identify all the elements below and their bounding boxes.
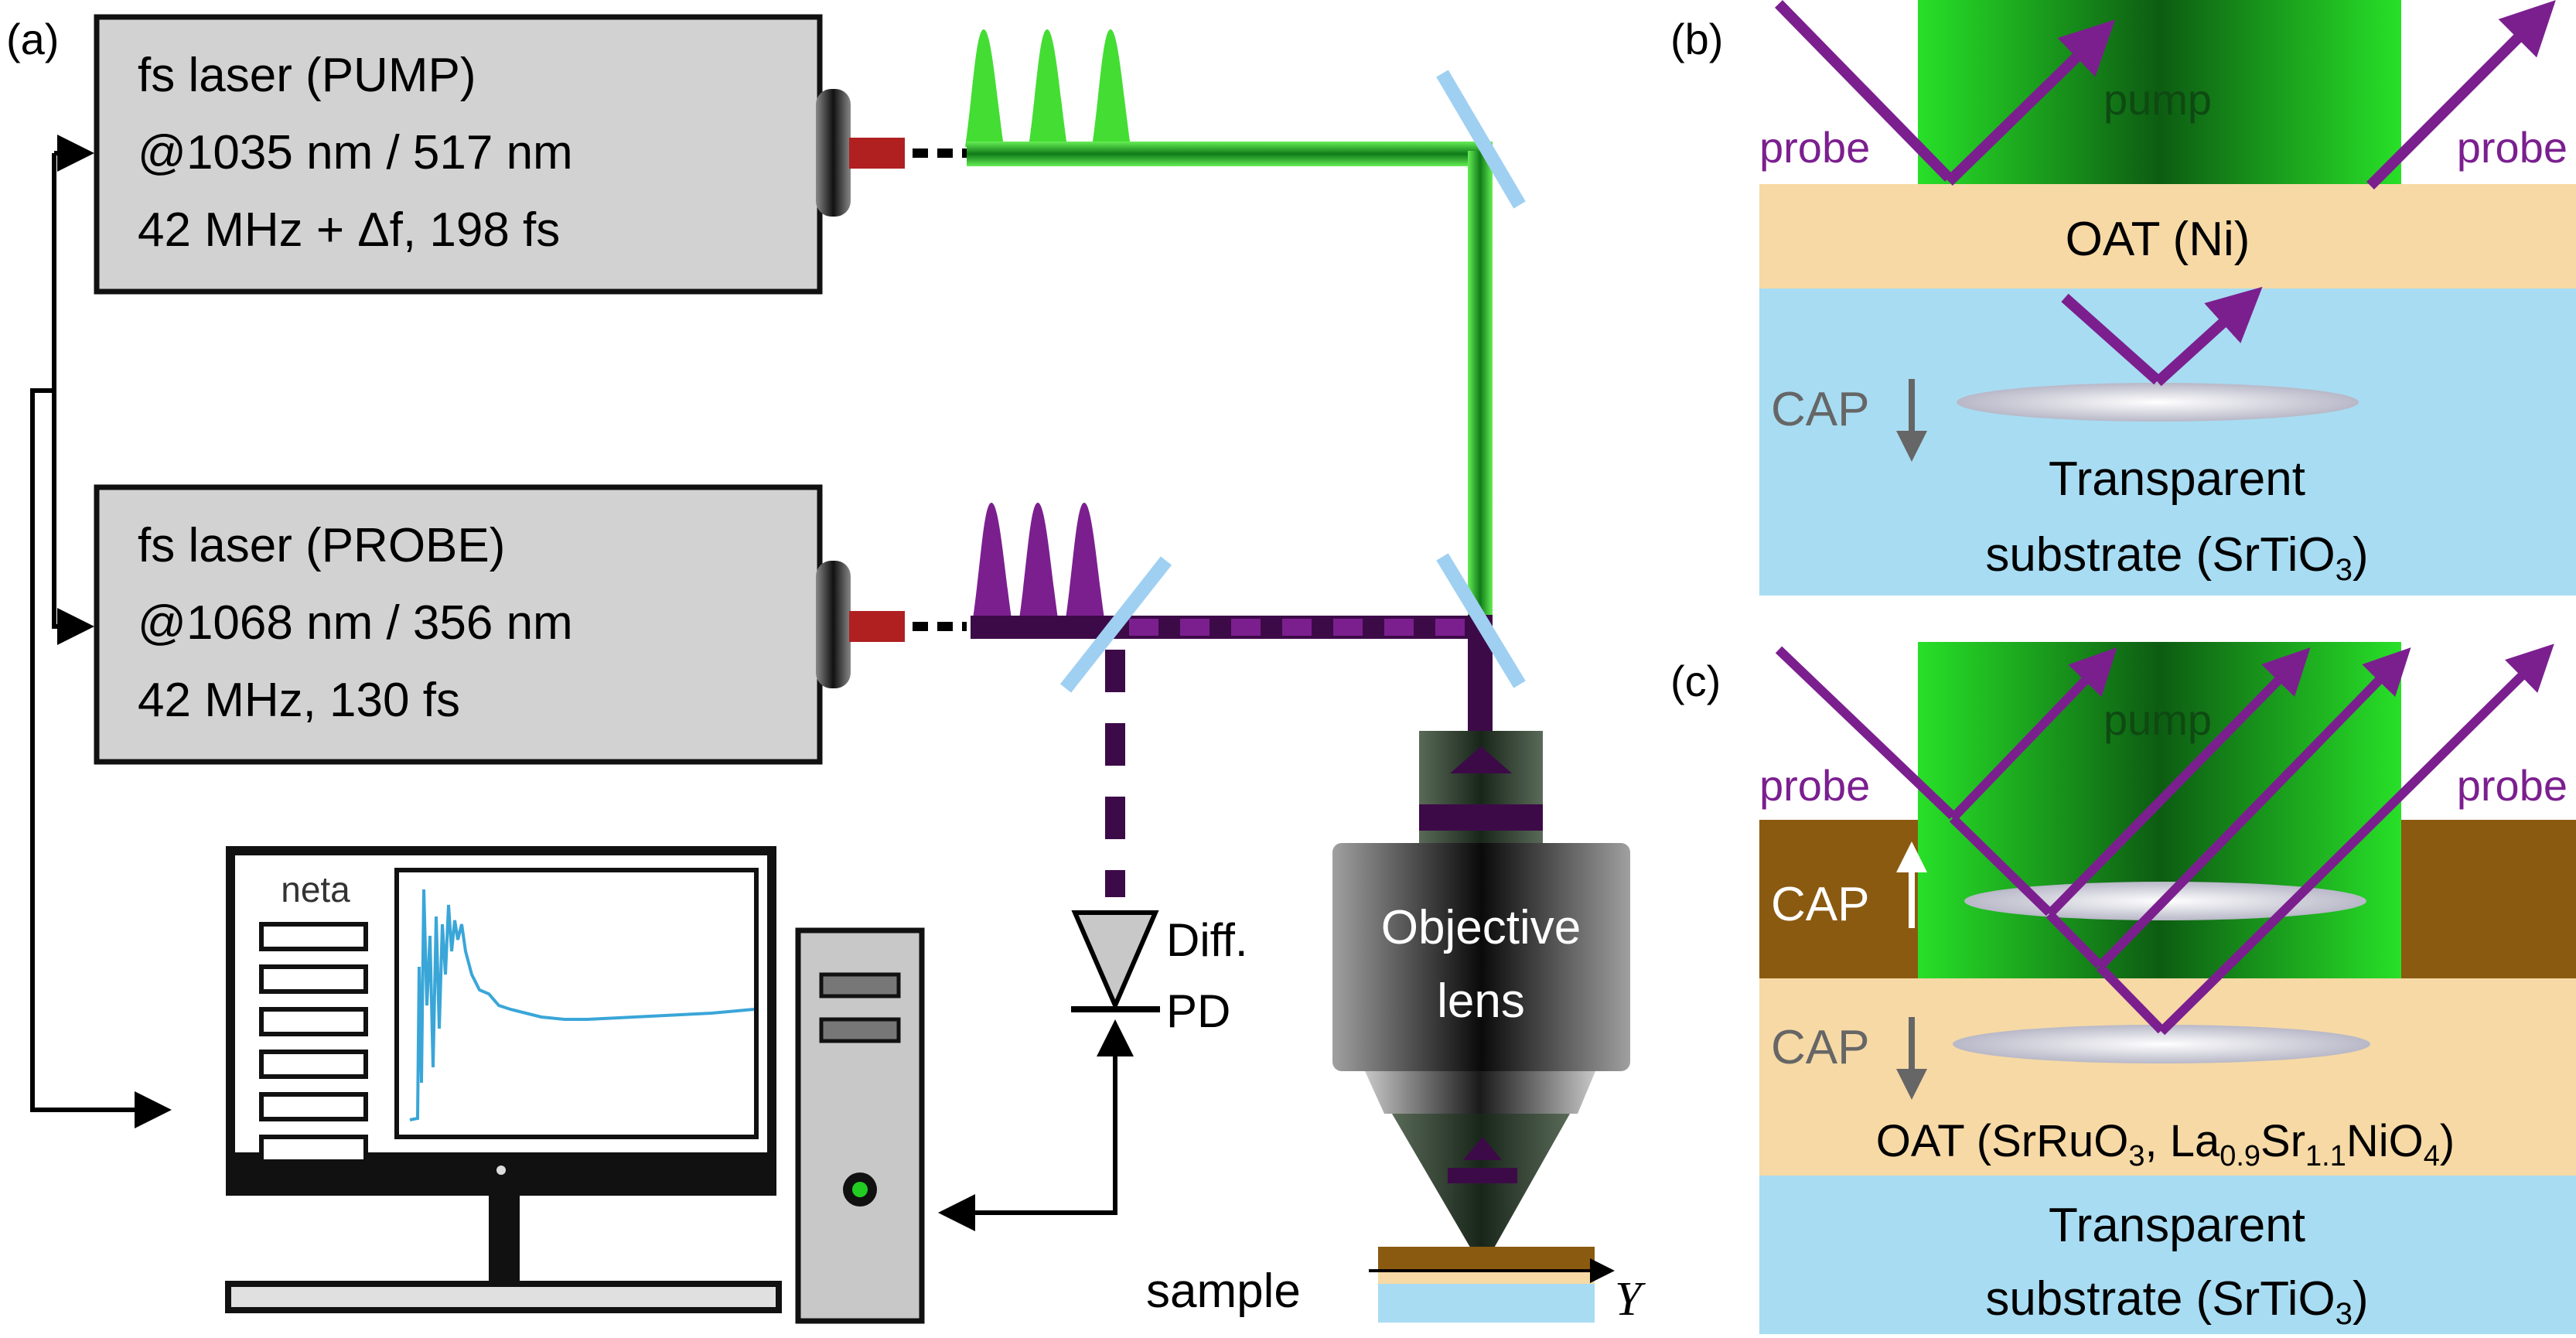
panel-b-substrate-line2: substrate (SrTiO3) xyxy=(1985,528,2368,587)
panel-b-probe-right-label: probe xyxy=(2457,123,2567,172)
panel-c-probe-left-label: probe xyxy=(1759,761,1870,810)
panel-c-oat-label: OAT (SrRuO3, La0.9Sr1.1NiO4) xyxy=(1876,1116,2455,1172)
pump-beam-vertical xyxy=(1468,151,1493,615)
probe-laser-line2: @1068 nm / 356 nm xyxy=(138,596,573,650)
pump-output-fiber xyxy=(849,138,905,169)
panel-b-cap-label: CAP xyxy=(1771,383,1869,436)
software-plot-area xyxy=(394,868,759,1139)
pump-laser-line1: fs laser (PUMP) xyxy=(138,49,476,102)
panel-c-cap-pulse-lower xyxy=(1953,1025,2370,1063)
panel-c-oat-layer xyxy=(1759,978,2576,1176)
panel-b xyxy=(1759,0,2576,596)
panel-b-pump-beam xyxy=(1918,0,2401,184)
photodiode-symbol xyxy=(1071,910,1159,1012)
computer-tower xyxy=(795,927,925,1324)
sync-wiring xyxy=(30,135,172,1128)
panel-c-cap-upper-label: CAP xyxy=(1771,878,1869,931)
objective-body xyxy=(1332,843,1630,1071)
panel-c-pump-label: pump xyxy=(2103,695,2212,744)
software-sidebar-buttons xyxy=(259,922,368,1164)
panel-b-probe-rays xyxy=(1774,0,2556,387)
pump-laser-line3: 42 MHz + Δf, 198 fs xyxy=(138,203,560,257)
panel-label-c: (c) xyxy=(1670,657,1721,705)
panel-b-pump-label: pump xyxy=(2103,75,2212,124)
pump-mirror xyxy=(1436,70,1526,209)
pump-laser-box: fs laser (PUMP) @1035 nm / 517 nm 42 MHz… xyxy=(94,14,905,295)
pump-pulse-train xyxy=(965,29,1131,147)
panel-c-cap-lower-label: CAP xyxy=(1771,1021,1869,1074)
panel-label-b: (b) xyxy=(1670,15,1723,63)
panel-c-probe-rays xyxy=(1775,643,2554,1036)
diff-photodiode: Diff. PD xyxy=(1071,910,1248,1037)
software-sidebar-button-last xyxy=(259,1135,368,1164)
objective-label-line1: Objective xyxy=(1381,901,1581,954)
optics xyxy=(1059,70,1526,693)
panel-b-oat-layer xyxy=(1759,184,2576,288)
photodiode-label-line2: PD xyxy=(1166,985,1230,1037)
panel-c-substrate-line2: substrate (SrTiO3) xyxy=(1985,1272,2368,1331)
monitor: neta xyxy=(225,846,782,1313)
objective-lens: Objective lens xyxy=(1332,731,1630,1268)
panel-c-substrate xyxy=(1759,1176,2576,1334)
probe-output-port xyxy=(816,561,851,688)
photodiode-label-line1: Diff. xyxy=(1166,914,1248,966)
sample-label: sample xyxy=(1146,1265,1301,1318)
panel-b-substrate-line1: Transparent xyxy=(2049,452,2305,506)
pump-laser-line2: @1035 nm / 517 nm xyxy=(138,126,573,179)
panel-c-substrate-line1: Transparent xyxy=(2049,1199,2305,1252)
panel-b-probe-left-label: probe xyxy=(1759,123,1870,172)
dichroic-mirror xyxy=(1436,553,1526,688)
probe-output-fiber xyxy=(849,611,905,642)
probe-pulse-train xyxy=(973,503,1104,619)
panel-b-substrate xyxy=(1759,288,2576,596)
pump-output-port xyxy=(816,89,851,217)
detector-to-pc-wire xyxy=(938,1033,1117,1231)
pump-beam-horizontal xyxy=(967,142,1493,166)
power-led-icon xyxy=(852,1182,868,1197)
probe-beam-splitter xyxy=(1059,556,1172,693)
sample: sample Y xyxy=(1146,1247,1646,1326)
probe-laser-line1: fs laser (PROBE) xyxy=(138,519,505,572)
panel-c-pump-beam xyxy=(1918,642,2401,978)
panel-b-cap-pulse xyxy=(1957,383,2359,422)
software-logo: neta xyxy=(281,869,350,910)
panel-label-a: (a) xyxy=(6,15,59,63)
panel-c xyxy=(1759,642,2576,1334)
panel-b-oat-label: OAT (Ni) xyxy=(2066,213,2250,266)
probe-laser-line3: 42 MHz, 130 fs xyxy=(138,674,460,727)
signal-trace xyxy=(409,889,755,1121)
sample-axis-label: Y xyxy=(1615,1273,1646,1326)
panel-c-probe-right-label: probe xyxy=(2457,761,2567,810)
probe-laser-box: fs laser (PROBE) @1068 nm / 356 nm 42 MH… xyxy=(94,484,905,765)
objective-label-line2: lens xyxy=(1437,974,1525,1028)
